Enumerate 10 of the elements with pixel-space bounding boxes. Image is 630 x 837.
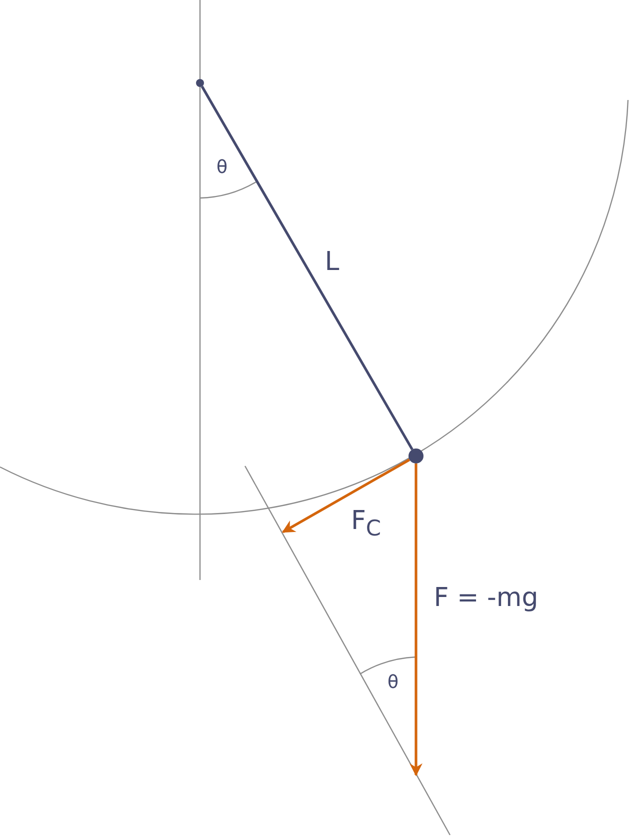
pendulum-bob: [408, 448, 424, 464]
edge-label: F = -mg: [434, 585, 538, 611]
edge-label: L: [324, 249, 340, 275]
string-line: [200, 86, 414, 450]
edge-label: F$_{C}$: [350, 508, 382, 540]
force-arrow: [282, 458, 410, 534]
pivot-point: [196, 79, 204, 87]
angle-label: θ: [388, 674, 398, 692]
angle-label: θ: [216, 159, 228, 177]
force-arrow: [410, 464, 422, 776]
